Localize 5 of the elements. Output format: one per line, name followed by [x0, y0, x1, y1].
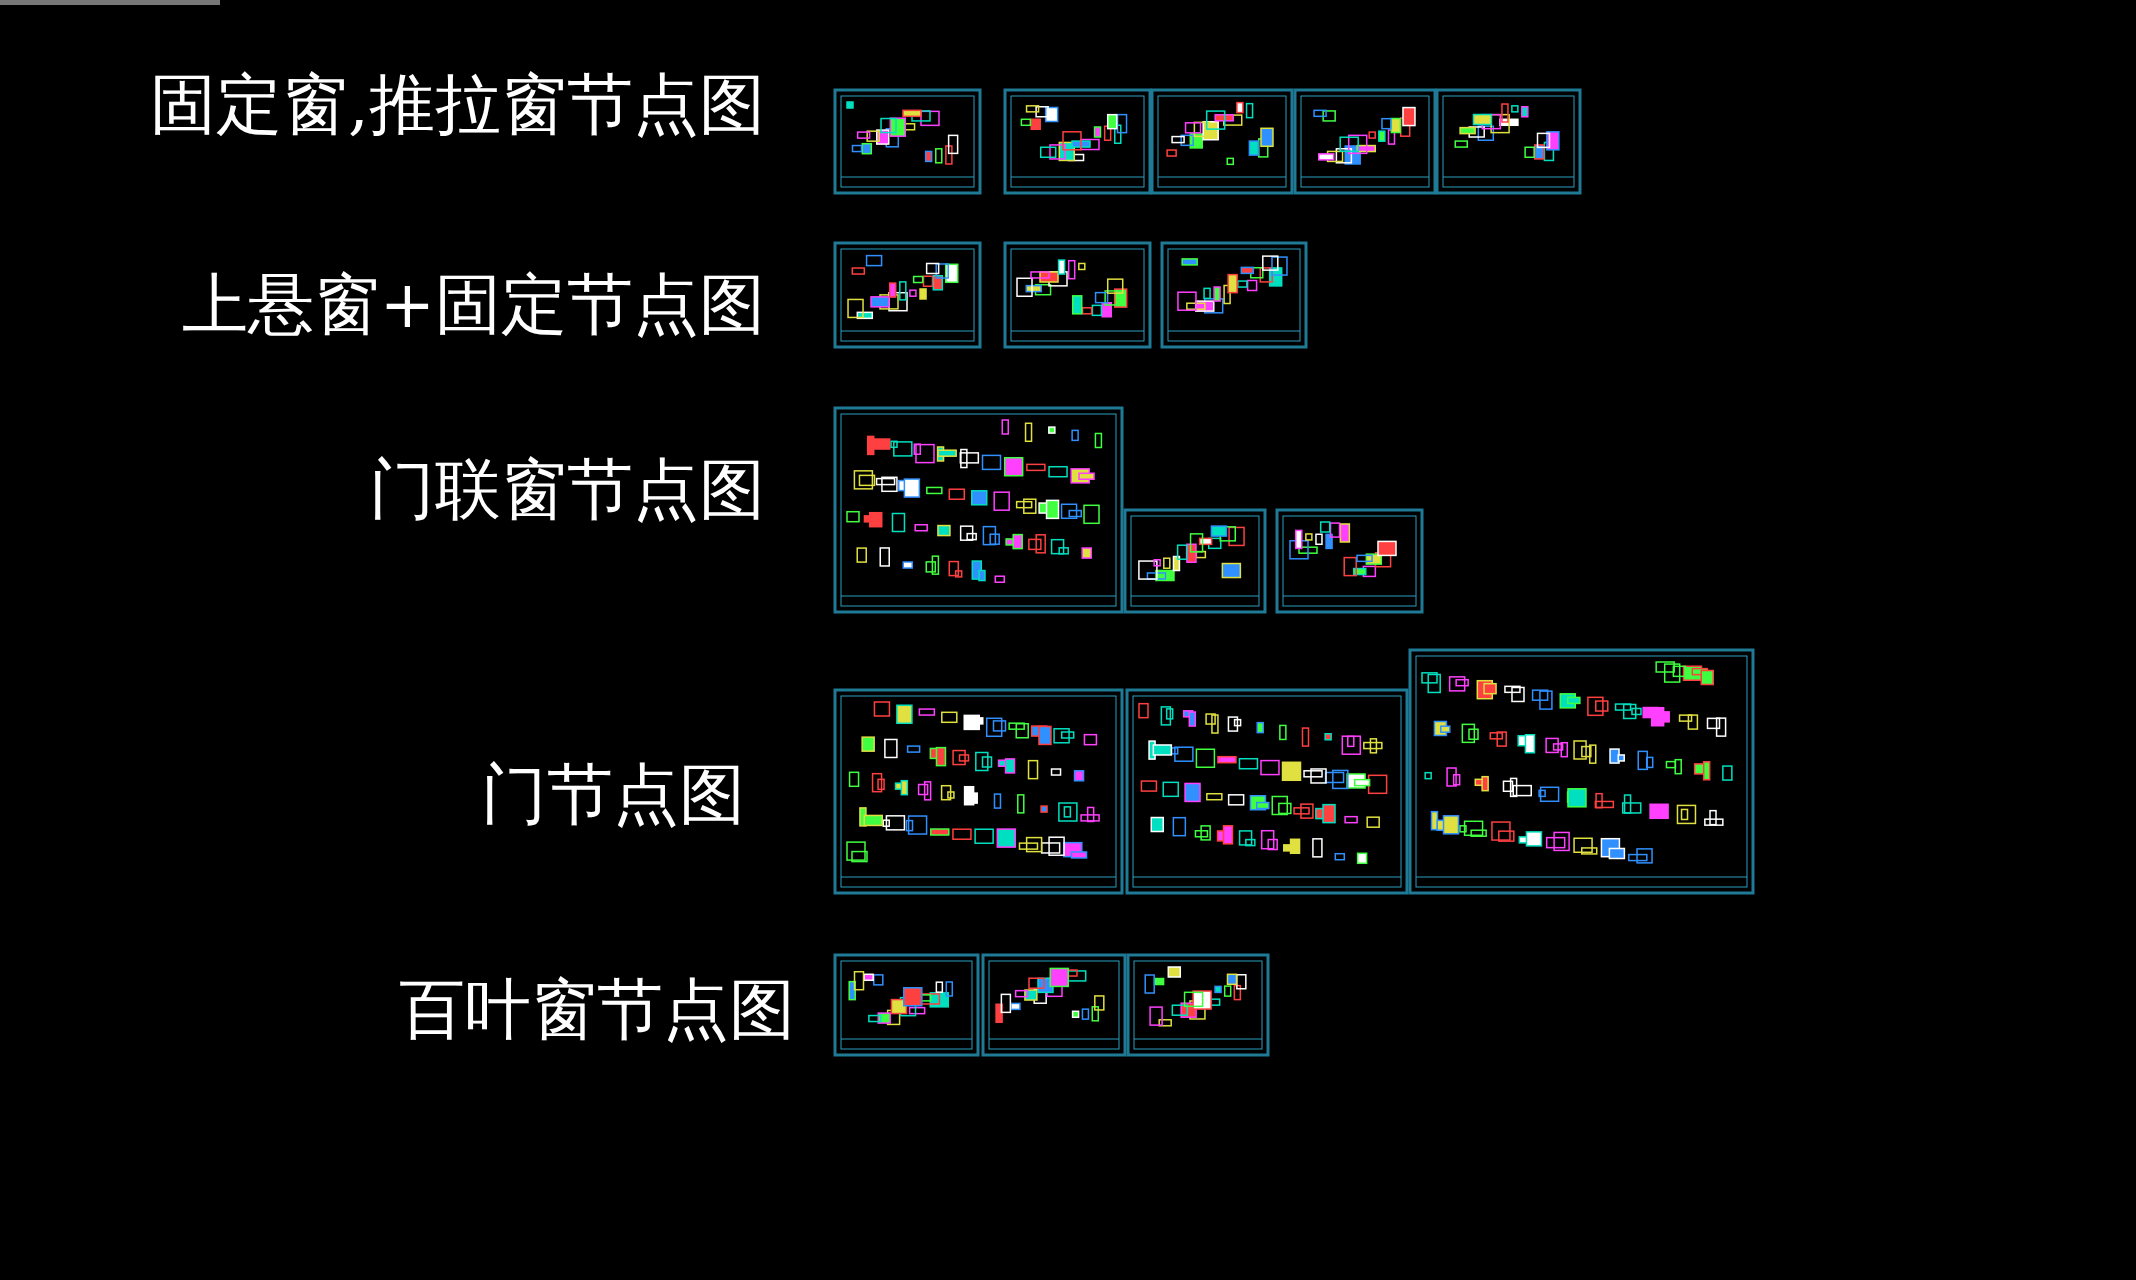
section-heading: 百叶窗节点图 — [399, 977, 795, 1043]
section-heading: 门联窗节点图 — [369, 457, 765, 523]
section-heading: 上悬窗+固定节点图 — [181, 272, 765, 338]
section-heading: 门节点图 — [481, 762, 745, 828]
section-heading: 固定窗,推拉窗节点图 — [150, 72, 765, 138]
